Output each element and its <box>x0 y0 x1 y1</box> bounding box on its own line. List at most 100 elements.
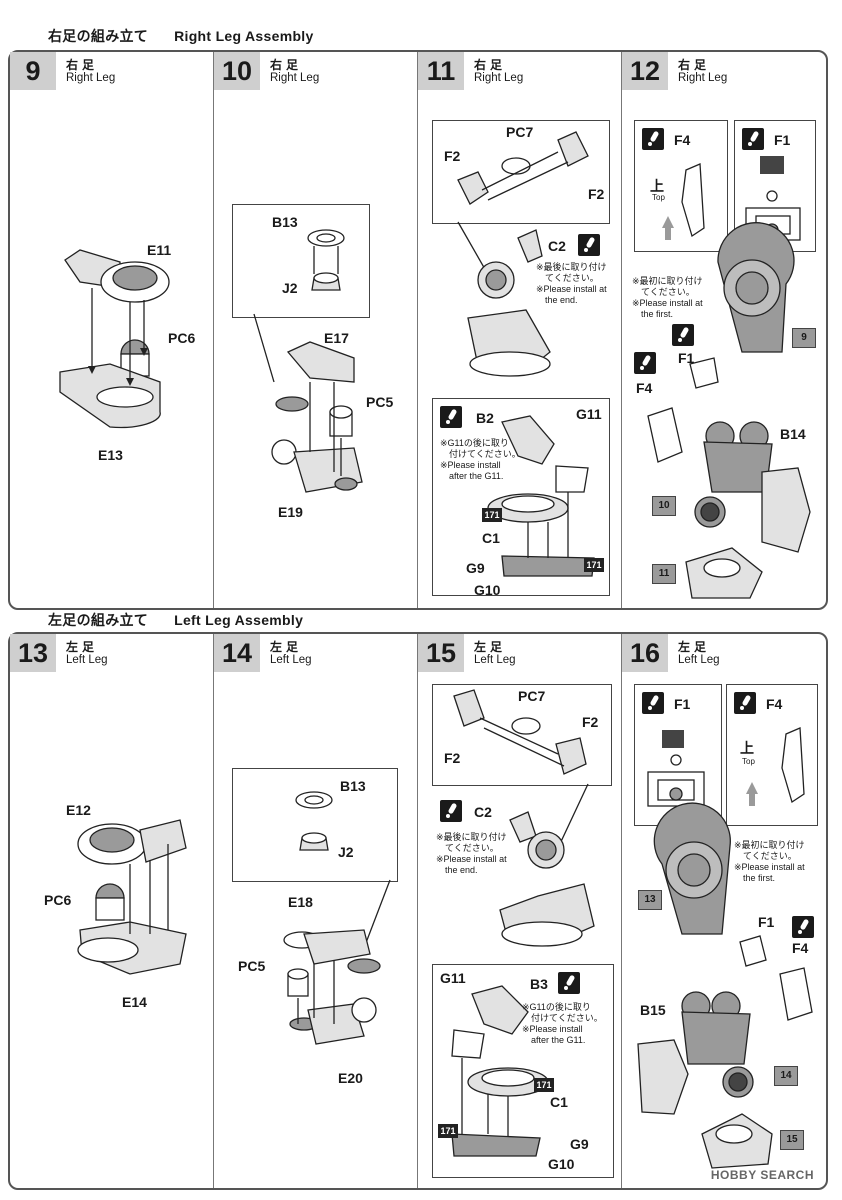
part-label-C2: C2 <box>548 238 566 254</box>
step-title-jp: 左足 <box>678 640 711 654</box>
part-label-B13: B13 <box>340 778 366 794</box>
step-title-jp: 左足 <box>474 640 507 654</box>
paint-icon <box>440 800 462 822</box>
left-leg-frame: 13 左足 Left Leg E12 PC6 E14 14 左足 <box>8 632 828 1190</box>
step-number: 9 <box>10 52 56 90</box>
step-ref-tag-9: 9 <box>792 328 816 348</box>
step-ref-tag-15: 15 <box>780 1130 804 1150</box>
step-15-panel: 15 左足 Left Leg <box>418 634 622 1188</box>
orientation-top-jp: 上 <box>650 178 664 194</box>
step-16-panel: 16 左足 Left Leg <box>622 634 826 1188</box>
paint-icon <box>440 406 462 428</box>
step-14-illustration <box>283 791 391 1045</box>
part-label-G9: G9 <box>570 1136 589 1152</box>
step-13-panel: 13 左足 Left Leg E12 PC6 E14 <box>10 634 214 1188</box>
step-ref-tag-10: 10 <box>652 496 676 516</box>
step-title-en: Right Leg <box>474 72 524 84</box>
part-label-E12: E12 <box>66 802 91 818</box>
paint-icon <box>634 352 656 374</box>
part-label-F2-left: F2 <box>444 750 461 766</box>
step-number: 11 <box>418 52 464 90</box>
part-label-F2-right: F2 <box>588 186 605 202</box>
left-section-title-en: Left Leg Assembly <box>174 612 304 628</box>
left-section-title-jp: 左足の組み立て <box>48 612 149 628</box>
right-leg-frame: 9 右足 Right Leg E11 PC6 <box>8 50 828 610</box>
part-label-G10: G10 <box>548 1156 575 1172</box>
step-ref-tag-11: 11 <box>652 564 676 584</box>
step-16-illustration <box>637 727 813 1169</box>
note-install-first: ※最初に取り付け てください。 ※Please install at the f… <box>734 840 805 883</box>
step-10-panel: 10 右足 Right Leg <box>214 52 418 608</box>
part-label-PC5: PC5 <box>366 394 394 410</box>
step-11-illustration <box>457 131 595 577</box>
part-label-F2-right: F2 <box>582 714 599 730</box>
step-title-en: Right Leg <box>270 72 320 84</box>
part-label-PC7: PC7 <box>506 124 534 140</box>
part-label-PC6: PC6 <box>44 892 72 908</box>
step-9-panel: 9 右足 Right Leg E11 PC6 <box>10 52 214 608</box>
step-title-jp: 左足 <box>66 640 99 654</box>
note-install-after-G11: ※G11の後に取り 付けてください。 ※Please install after… <box>522 1002 603 1045</box>
step-12-illustration <box>647 156 811 599</box>
orientation-top-en: Top <box>742 757 755 766</box>
part-label-E19: E19 <box>278 504 303 520</box>
part-label-C1: C1 <box>550 1094 568 1110</box>
part-code-171: 171 <box>482 508 502 522</box>
step-15-illustration <box>451 689 595 1157</box>
step-9-illustration <box>59 249 170 429</box>
paint-icon <box>734 692 756 714</box>
step-number: 15 <box>418 634 464 672</box>
step-number: 12 <box>622 52 668 90</box>
step-title-en: Left Leg <box>678 654 720 666</box>
detail-box-B13-J2 <box>232 204 370 318</box>
step-title-en: Left Leg <box>270 654 312 666</box>
part-label-F1: F1 <box>758 914 775 930</box>
step-title-en: Left Leg <box>474 654 516 666</box>
step-title-jp: 左足 <box>270 640 303 654</box>
part-code-171: 171 <box>584 558 604 572</box>
step-title-jp: 右足 <box>270 58 303 72</box>
part-label-B2: B2 <box>476 410 494 426</box>
part-label-G10: G10 <box>474 582 501 598</box>
part-code-171: 171 <box>438 1124 458 1138</box>
step-14-panel: 14 左足 Left Leg B13 <box>214 634 418 1188</box>
step-number: 13 <box>10 634 56 672</box>
part-label-E14: E14 <box>122 994 147 1010</box>
part-label-F1: F1 <box>674 696 691 712</box>
part-label-E20: E20 <box>338 1070 363 1086</box>
part-label-G11: G11 <box>576 406 602 422</box>
part-label-E13: E13 <box>98 447 123 463</box>
step-title-en: Left Leg <box>66 654 108 666</box>
step-ref-tag-14: 14 <box>774 1066 798 1086</box>
paint-icon <box>742 128 764 150</box>
step-number: 10 <box>214 52 260 90</box>
step-number: 14 <box>214 634 260 672</box>
step-title-jp: 右足 <box>474 58 507 72</box>
part-label-J2: J2 <box>282 280 298 296</box>
step-12-panel: 12 右足 Right Leg <box>622 52 826 608</box>
paint-icon <box>642 128 664 150</box>
part-label-B15: B15 <box>640 1002 666 1018</box>
part-label-E17: E17 <box>324 330 349 346</box>
detail-box-B13-J2 <box>232 768 398 882</box>
step-13-illustration <box>77 819 187 975</box>
part-label-PC6: PC6 <box>168 330 196 346</box>
part-label-PC7: PC7 <box>518 688 546 704</box>
part-label-C1: C1 <box>482 530 500 546</box>
note-install-after-G11: ※G11の後に取り 付けてください。 ※Please install after… <box>440 438 521 481</box>
step-number: 16 <box>622 634 668 672</box>
paint-icon <box>672 324 694 346</box>
part-label-G9: G9 <box>466 560 485 576</box>
paint-icon <box>578 234 600 256</box>
part-label-B14: B14 <box>780 426 806 442</box>
step-title-jp: 右足 <box>66 58 99 72</box>
part-label-F4: F4 <box>766 696 783 712</box>
step-10-illustration <box>253 229 363 493</box>
part-label-E11: E11 <box>147 242 172 258</box>
part-label-G11: G11 <box>440 970 466 986</box>
orientation-top-jp: 上 <box>740 740 754 756</box>
right-section-title-en: Right Leg Assembly <box>174 28 314 44</box>
part-label-E18: E18 <box>288 894 313 910</box>
